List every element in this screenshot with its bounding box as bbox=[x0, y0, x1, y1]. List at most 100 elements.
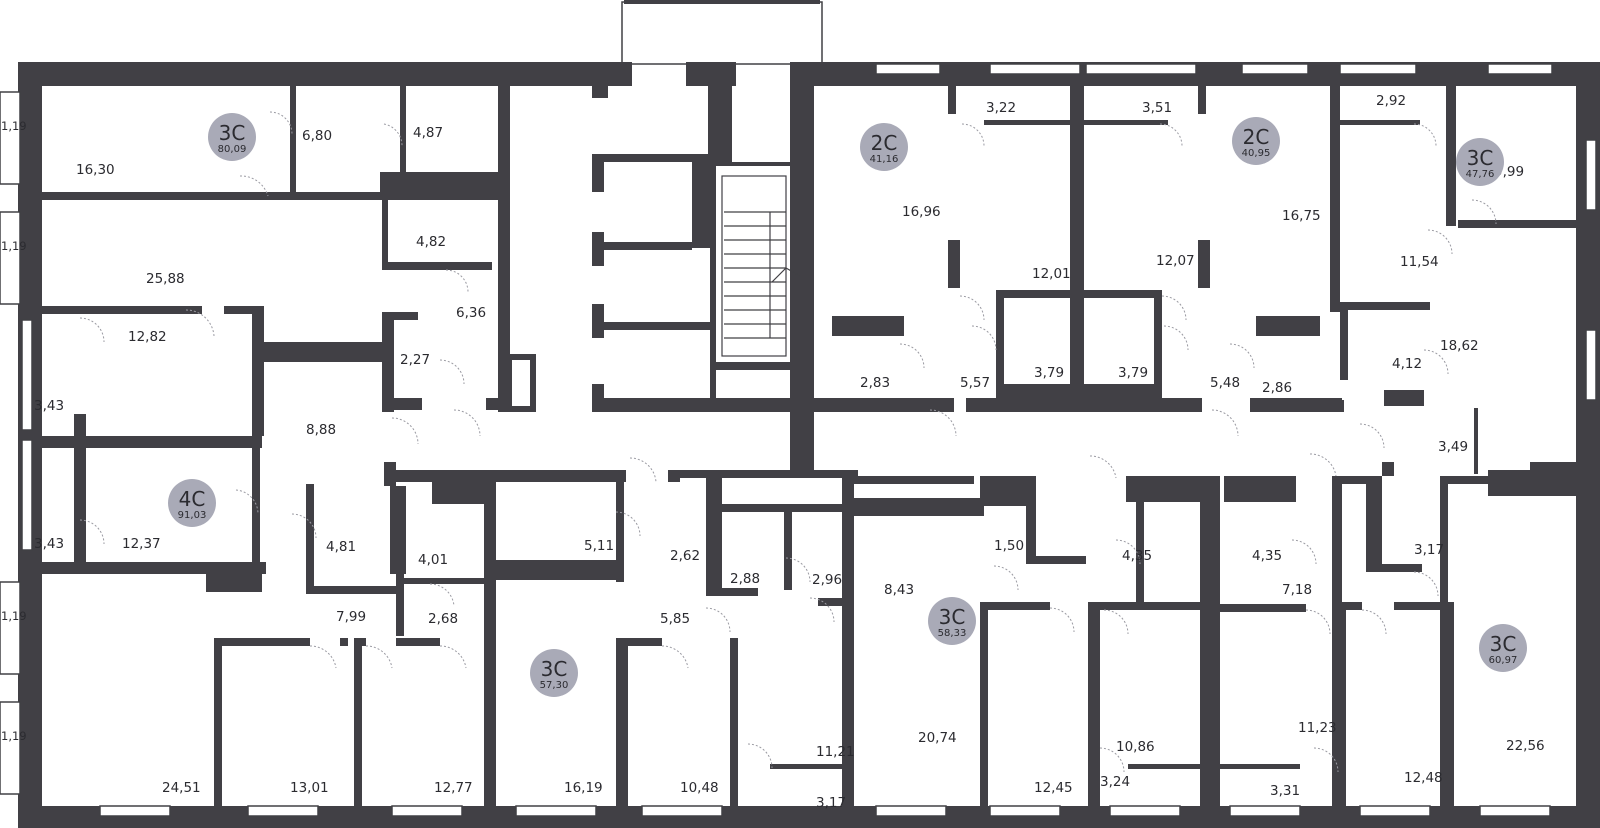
balcony-3 bbox=[0, 581, 21, 675]
room-area-label: 10,48 bbox=[680, 780, 719, 796]
balcony-4 bbox=[0, 701, 21, 795]
balcony-area-label: 1,19 bbox=[1, 609, 27, 623]
wall bbox=[1446, 86, 1456, 226]
wall-vent bbox=[380, 172, 504, 192]
room-area-label: 3,49 bbox=[1438, 439, 1468, 455]
room-area-label: 16,30 bbox=[76, 162, 115, 178]
room-area-label: 3,51 bbox=[1142, 100, 1172, 116]
wall bbox=[306, 586, 398, 594]
wall bbox=[1088, 602, 1100, 808]
room-area-label: 7,18 bbox=[1282, 582, 1312, 598]
wall bbox=[1340, 310, 1348, 380]
room-area-label: 20,74 bbox=[918, 730, 957, 746]
wall-vent bbox=[496, 560, 622, 580]
wall bbox=[400, 86, 406, 172]
wall bbox=[1382, 462, 1394, 476]
top-balcony bbox=[621, 1, 823, 65]
core-wall bbox=[708, 62, 732, 162]
room-area-label: 4,81 bbox=[326, 539, 356, 555]
wall bbox=[404, 578, 484, 584]
wall bbox=[770, 764, 844, 769]
room-area-label: 4,35 bbox=[1122, 548, 1152, 564]
window bbox=[1241, 63, 1309, 75]
wall bbox=[432, 482, 486, 504]
room-area-label: 5,85 bbox=[660, 611, 690, 627]
room-area-label: 2,88 bbox=[730, 571, 760, 587]
wall bbox=[706, 588, 758, 596]
room-area-label: 12,45 bbox=[1034, 780, 1073, 796]
wall bbox=[382, 262, 492, 270]
wall bbox=[948, 86, 956, 114]
window bbox=[247, 805, 319, 817]
top-balcony-wall bbox=[624, 0, 820, 4]
wall bbox=[252, 446, 260, 566]
wall bbox=[396, 486, 404, 636]
apartment-badge-circle bbox=[860, 123, 908, 171]
room-area-label: 6,80 bbox=[302, 128, 332, 144]
wall bbox=[1220, 604, 1306, 612]
wall bbox=[262, 342, 382, 362]
room-area-label: 5,11 bbox=[584, 538, 614, 554]
wall bbox=[854, 498, 984, 504]
wall bbox=[1440, 476, 1448, 606]
room-area-label: 12,07 bbox=[1156, 253, 1195, 269]
room-area-label: 16,75 bbox=[1282, 208, 1321, 224]
room-area-label: 12,82 bbox=[128, 329, 167, 345]
wall bbox=[1440, 602, 1454, 808]
wall bbox=[1530, 462, 1576, 472]
wall bbox=[1340, 120, 1420, 125]
apartment-badge-circle bbox=[928, 597, 976, 645]
wall bbox=[842, 478, 854, 808]
wall-vent bbox=[980, 476, 1034, 506]
wall bbox=[382, 312, 394, 412]
staircase bbox=[721, 175, 787, 357]
wall bbox=[1198, 240, 1210, 288]
room-area-label: 2,62 bbox=[670, 548, 700, 564]
room-area-label: 4,01 bbox=[418, 552, 448, 568]
room-area-label: 18,62 bbox=[1440, 338, 1479, 354]
outer-wall-top-left bbox=[18, 62, 508, 86]
window bbox=[515, 805, 597, 817]
window bbox=[1487, 63, 1553, 75]
apartment-type: 2С bbox=[871, 131, 898, 155]
apartment-total-area: 58,33 bbox=[938, 628, 967, 639]
wall bbox=[354, 638, 362, 808]
core-wall bbox=[592, 322, 714, 330]
window bbox=[1479, 805, 1551, 817]
balcony-area-label: 1,19 bbox=[1, 119, 27, 133]
room-area-label: 3,17 bbox=[816, 795, 846, 811]
wall bbox=[42, 192, 502, 200]
corridor-wall bbox=[1342, 476, 1382, 484]
wall-vent bbox=[1126, 480, 1202, 502]
core-wall bbox=[592, 398, 814, 412]
core-wall bbox=[592, 232, 604, 266]
window bbox=[875, 63, 941, 75]
apartment-badge-circle bbox=[1456, 138, 1504, 186]
wall bbox=[980, 602, 1050, 610]
core-wall bbox=[790, 62, 814, 474]
apartment-badge-circle bbox=[1232, 117, 1280, 165]
window bbox=[989, 63, 1081, 75]
wall bbox=[1100, 602, 1210, 610]
room-area-label: 3,43 bbox=[34, 536, 64, 552]
room-area-label: 2,92 bbox=[1376, 93, 1406, 109]
shaft-void bbox=[512, 360, 530, 406]
apartment-badge-circle bbox=[1479, 624, 1527, 672]
room-area-label: 11,21 bbox=[816, 744, 855, 760]
wall bbox=[382, 194, 388, 264]
stair-steps bbox=[724, 211, 801, 339]
wall bbox=[706, 504, 854, 512]
apartment-badge-circle bbox=[208, 113, 256, 161]
wall bbox=[1198, 86, 1206, 114]
wall-vent bbox=[832, 316, 904, 336]
room-area-label: 13,01 bbox=[290, 780, 329, 796]
corridor-wall bbox=[1250, 398, 1342, 412]
wall bbox=[1084, 120, 1168, 125]
apartment-type: 3С bbox=[939, 605, 966, 629]
room-area-label: 12,48 bbox=[1404, 770, 1443, 786]
core-wall bbox=[692, 154, 714, 248]
